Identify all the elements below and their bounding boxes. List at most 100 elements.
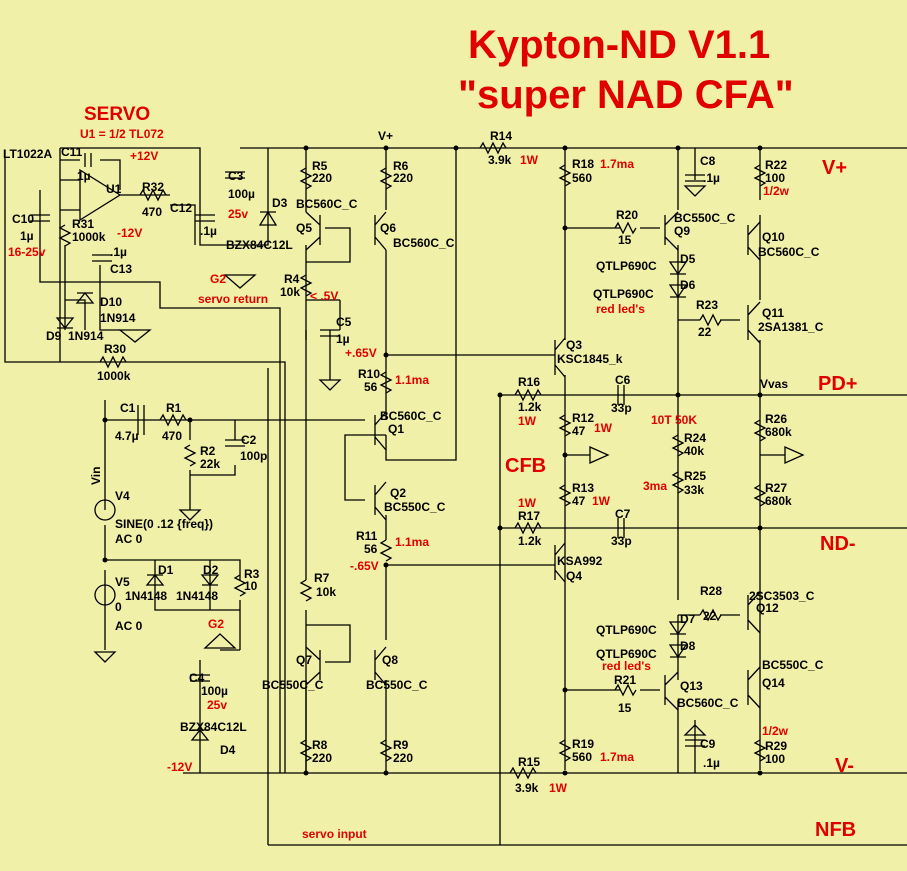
capacitor-c6-symbol	[617, 385, 625, 405]
q13-ref: Q13	[680, 679, 703, 693]
r7-val: 10k	[316, 585, 336, 599]
d3-ref: D3	[272, 196, 288, 210]
r18-val: 560	[572, 171, 592, 185]
title-line2: "super NAD CFA"	[458, 73, 794, 117]
d2-val: 1N4148	[176, 589, 218, 603]
r22-note: 1/2w	[763, 184, 790, 198]
ndminus-label: ND-	[820, 533, 856, 555]
symbols	[30, 141, 805, 780]
r24-val: 40k	[684, 444, 704, 458]
transistor-q4-symbol	[554, 542, 566, 583]
r5-ref: R5	[312, 159, 328, 173]
q3-ref: Q3	[566, 338, 582, 352]
junction-dots	[102, 145, 763, 776]
d6-val: QTLP690C	[593, 287, 654, 301]
d5-val: QTLP690C	[596, 259, 657, 273]
v5-ac: AC 0	[115, 619, 143, 633]
d2-ref: D2	[203, 563, 219, 577]
c10-ref: C10	[12, 212, 34, 226]
r12-val: 47	[572, 424, 586, 438]
d5-ref: D5	[680, 252, 696, 266]
c4-ref: C4	[189, 671, 205, 685]
r29-note: 1/2w	[762, 724, 789, 738]
r10-val: 56	[364, 380, 378, 394]
r29-ref: R29	[765, 739, 787, 753]
r14-val: 3.9k	[488, 153, 512, 167]
r17-val: 1.2k	[518, 534, 542, 548]
c9-val: .1µ	[703, 756, 720, 770]
transistor-q1-symbol	[374, 411, 387, 451]
r25-note: 3ma	[643, 479, 667, 493]
d9-val: 1N914	[68, 329, 104, 343]
v5-ref: V5	[115, 575, 130, 589]
c7-ref: C7	[615, 507, 631, 521]
r27-val: 680k	[765, 494, 792, 508]
vas-arrow-symbol	[784, 445, 805, 465]
v4-label: Vin	[89, 467, 103, 485]
r14-note: 1W	[520, 153, 539, 167]
ground-c5-symbol	[318, 379, 342, 391]
q2-ref: Q2	[390, 486, 406, 500]
servo-u1-note: U1 = 1/2 TL072	[80, 127, 164, 141]
nfb-label: NFB	[815, 819, 856, 841]
diode-d7-symbol	[668, 621, 688, 636]
c11-ref: C11	[61, 145, 83, 159]
r24-note: 10T 50K	[651, 413, 697, 427]
c12-ref: C12	[170, 201, 192, 215]
v4-ac: AC 0	[115, 532, 143, 546]
r2-ref: R2	[200, 444, 216, 458]
r11-note: 1.1ma	[395, 535, 429, 549]
c4-note: 25v	[207, 698, 227, 712]
d7-val: QTLP690C	[596, 623, 657, 637]
q1-ref: Q1	[388, 422, 404, 436]
c10-note: 16-25v	[8, 245, 46, 259]
v065-neg-label: -.65V	[350, 559, 379, 573]
d8-val: QTLP690C	[596, 647, 657, 661]
r16-note: 1W	[518, 414, 537, 428]
r4-val: 10k	[280, 285, 300, 299]
diode-d2-symbol	[200, 574, 220, 587]
transistor-q12-symbol	[747, 591, 761, 634]
r13-ref: R13	[572, 481, 594, 495]
r29-val: 100	[765, 752, 785, 766]
c3-ref: C3	[228, 169, 244, 183]
c8-ref: C8	[700, 154, 716, 168]
q8-ref: Q8	[382, 653, 398, 667]
transistor-q3-symbol	[554, 337, 566, 378]
resistor-r32-symbol	[139, 188, 167, 202]
r24-ref: R24	[684, 431, 706, 445]
r20-ref: R20	[616, 208, 638, 222]
resistor-r29-symbol	[753, 739, 767, 762]
transistor-q10-symbol	[747, 221, 761, 261]
resistor-r22-symbol	[753, 164, 767, 187]
ground-c8-symbol	[683, 185, 707, 197]
r9-val: 220	[393, 751, 413, 765]
v065-pos-label: +.65V	[345, 346, 377, 360]
r11-val: 56	[364, 542, 378, 556]
servo-input-label: servo input	[302, 827, 367, 841]
servo-return-label: servo return	[198, 292, 268, 306]
resistor-r31-symbol	[58, 224, 72, 247]
r4-ref: R4	[284, 272, 300, 286]
resistor-r27-symbol	[753, 484, 767, 507]
q12-ref: Q12	[756, 601, 779, 615]
resistor-r21-symbol	[614, 683, 637, 697]
r30-val: 1000k	[97, 369, 131, 383]
r27-ref: R27	[765, 481, 787, 495]
wires	[4, 147, 907, 846]
transistor-q14-symbol	[747, 666, 761, 709]
r22-ref: R22	[765, 158, 787, 172]
q12-val: 2SC3503_C	[749, 589, 815, 603]
r17-ref: R17	[518, 509, 540, 523]
r19-ref: R19	[572, 737, 594, 751]
servo-title: SERVO	[84, 104, 150, 125]
r7-ref: R7	[314, 571, 330, 585]
diode-d8-symbol	[668, 644, 688, 659]
g2-label: G2	[210, 272, 226, 286]
c7-val: 33p	[611, 534, 632, 548]
d4-val: BZX84C12L	[180, 720, 247, 734]
resistor-r25-symbol	[671, 471, 685, 494]
r10-note: 1.1ma	[395, 373, 429, 387]
q11-val: 2SA1381_C	[758, 320, 824, 334]
r17-note: 1W	[518, 496, 537, 510]
